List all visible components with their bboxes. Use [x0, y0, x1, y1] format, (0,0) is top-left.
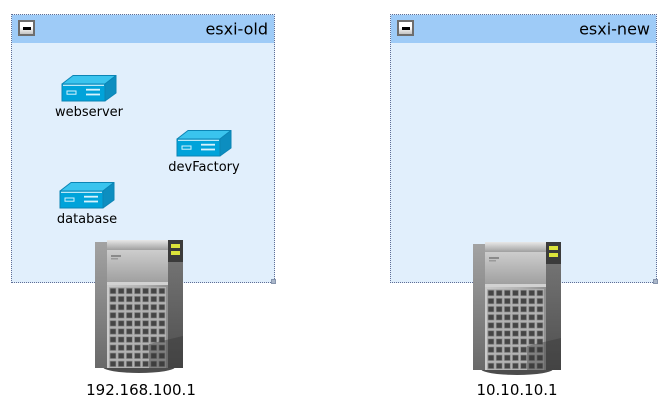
group-box-esxi-new[interactable]: esxi-new: [390, 14, 658, 284]
tower-server-icon: [473, 242, 561, 375]
vm-node-devfactory[interactable]: devFactory: [162, 129, 246, 175]
vm-label: devFactory: [168, 160, 240, 175]
resize-handle[interactable]: [271, 279, 276, 284]
vm-node-webserver[interactable]: webserver: [47, 74, 131, 120]
host-ip-label: 192.168.100.1: [86, 381, 196, 399]
tower-server-icon: [95, 240, 183, 373]
minus-icon: [401, 26, 410, 30]
group-header-esxi-new[interactable]: esxi-new: [391, 15, 656, 43]
server-box-icon: [61, 75, 117, 102]
group-header-esxi-old[interactable]: esxi-old: [12, 15, 274, 43]
vm-node-database[interactable]: database: [45, 181, 129, 227]
vm-label: webserver: [54, 105, 124, 120]
collapse-button-esxi-new[interactable]: [397, 20, 414, 36]
server-box-icon: [59, 182, 115, 209]
host-ip-label: 10.10.10.1: [476, 381, 558, 399]
vm-label: database: [56, 212, 118, 227]
server-box-icon: [176, 130, 232, 157]
group-title-esxi-old: esxi-old: [205, 19, 268, 39]
collapse-button-esxi-old[interactable]: [18, 20, 35, 36]
host-led: [171, 251, 180, 255]
host-led: [549, 246, 558, 250]
group-box-esxi-old[interactable]: esxi-old webserver: [11, 14, 276, 284]
resize-handle[interactable]: [653, 279, 658, 284]
host-led: [171, 244, 180, 248]
group-title-esxi-new: esxi-new: [579, 19, 650, 39]
host-led: [549, 253, 558, 257]
host-node-esxi-new[interactable]: [473, 240, 561, 377]
host-node-esxi-old[interactable]: [95, 238, 183, 375]
minus-icon: [22, 26, 31, 30]
